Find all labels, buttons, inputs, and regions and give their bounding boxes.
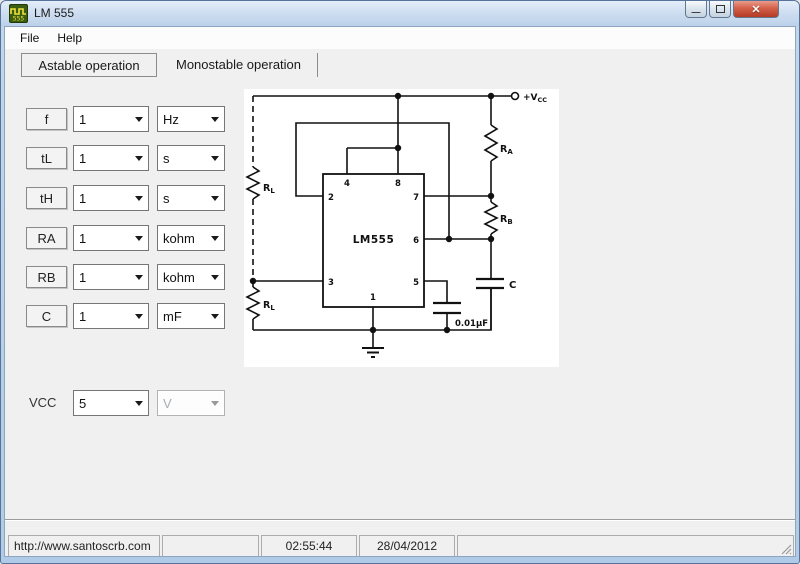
dropdown-arrow-icon[interactable] [211,236,219,245]
menu-help[interactable]: Help [57,31,83,45]
titlebar[interactable]: 555 LM 555 — ✕ [1,1,799,26]
vcc-unit-combo-disabled: V [157,390,225,416]
row-tL: tL 1 s [5,145,237,173]
tH-unit: s [163,190,170,206]
row-VCC: VCC 5 V [5,390,237,418]
statusbar-empty-panel [162,535,259,556]
RB-unit: kohm [163,269,195,285]
RB-value-combo[interactable]: 1 [73,264,149,290]
f-unit-combo[interactable]: Hz [157,106,225,132]
rl-top-label: RL [263,183,275,195]
close-icon: ✕ [751,3,761,16]
dropdown-arrow-icon[interactable] [135,156,143,165]
resize-grip[interactable] [779,542,792,555]
minimize-icon: — [691,7,701,17]
row-f: f 1 Hz [5,106,237,134]
f-unit: Hz [163,111,179,127]
RA-button[interactable]: RA [26,227,67,249]
row-RA: RA 1 kohm [5,225,237,253]
menubar: File Help [5,27,795,49]
f-value: 1 [79,111,87,127]
close-button[interactable]: ✕ [733,1,779,18]
pin6-label: 6 [413,236,419,246]
dropdown-arrow-icon[interactable] [211,196,219,205]
f-value-combo[interactable]: 1 [73,106,149,132]
row-tH: tH 1 s [5,185,237,213]
vcc-value: 5 [79,395,87,411]
C-unit: mF [163,308,182,324]
ra-label: RA [500,144,513,156]
junction-dots [249,92,495,334]
tL-button[interactable]: tL [26,147,67,169]
C-value-combo[interactable]: 1 [73,303,149,329]
tab-astable-operation[interactable]: Astable operation [21,53,157,77]
lm555-astable-schematic: LM555 4 8 2 7 6 3 5 1 RA RB RL RL C 0.01… [245,91,547,358]
tL-unit: s [163,150,170,166]
statusbar-empty-panel-right [457,535,794,556]
statusbar-time: 02:55:44 [261,535,357,556]
rb-label: RB [500,214,513,226]
vcc-terminal-label: +VCC [523,93,547,104]
tL-unit-combo[interactable]: s [157,145,225,171]
dropdown-arrow-icon[interactable] [135,275,143,284]
pin5-label: 5 [413,278,419,288]
vcc-unit: V [163,395,172,411]
dropdown-arrow-icon[interactable] [211,156,219,165]
vcc-value-combo[interactable]: 5 [73,390,149,416]
RB-value: 1 [79,269,87,285]
menu-file[interactable]: File [20,31,40,45]
client-area: File Help Astable operation Monostable o… [4,26,796,557]
dropdown-arrow-icon[interactable] [135,401,143,410]
pin7-label: 7 [413,193,419,203]
RA-unit: kohm [163,230,195,246]
C-unit-combo[interactable]: mF [157,303,225,329]
app-icon-square-wave: 555 [9,4,28,23]
pin3-label: 3 [328,278,334,288]
rl-bottom-label: RL [263,300,275,312]
statusbar-url: http://www.santoscrb.com [8,535,160,556]
dropdown-arrow-icon[interactable] [211,314,219,323]
maximize-button[interactable] [709,1,731,18]
dropdown-arrow-icon[interactable] [135,236,143,245]
c-label: C [509,280,516,291]
RA-unit-combo[interactable]: kohm [157,225,225,251]
C-value: 1 [79,308,87,324]
dropdown-arrow-icon[interactable] [135,196,143,205]
pin1-label: 1 [370,293,376,303]
dropdown-arrow-icon [211,401,219,410]
tL-value-combo[interactable]: 1 [73,145,149,171]
RA-value-combo[interactable]: 1 [73,225,149,251]
statusbar-divider [5,519,795,521]
RB-button[interactable]: RB [26,266,67,288]
tH-button[interactable]: tH [26,187,67,209]
vcc-label: VCC [29,395,57,410]
tab-monostable-operation[interactable]: Monostable operation [160,53,318,77]
window-title: LM 555 [34,6,75,20]
C-button[interactable]: C [26,305,67,327]
row-RB: RB 1 kohm [5,264,237,292]
circuit-diagram: LM555 4 8 2 7 6 3 5 1 RA RB RL RL C 0.01… [244,89,559,367]
tL-value: 1 [79,150,87,166]
bypass-cap-label: 0.01μF [455,319,488,329]
app-icon-text: 555 [13,16,25,23]
pin2-label: 2 [328,193,334,203]
pin8-label: 8 [395,179,401,189]
f-button[interactable]: f [26,108,67,130]
ic-label: LM555 [353,234,395,246]
tH-value-combo[interactable]: 1 [73,185,149,211]
tH-unit-combo[interactable]: s [157,185,225,211]
RA-value: 1 [79,230,87,246]
RB-unit-combo[interactable]: kohm [157,264,225,290]
minimize-button[interactable]: — [685,1,707,18]
row-C: C 1 mF [5,303,237,331]
tH-value: 1 [79,190,87,206]
dropdown-arrow-icon[interactable] [211,275,219,284]
pin4-label: 4 [344,179,350,189]
dropdown-arrow-icon[interactable] [135,117,143,126]
maximize-icon [715,5,725,13]
dropdown-arrow-icon[interactable] [211,117,219,126]
statusbar-date: 28/04/2012 [359,535,455,556]
dropdown-arrow-icon[interactable] [135,314,143,323]
